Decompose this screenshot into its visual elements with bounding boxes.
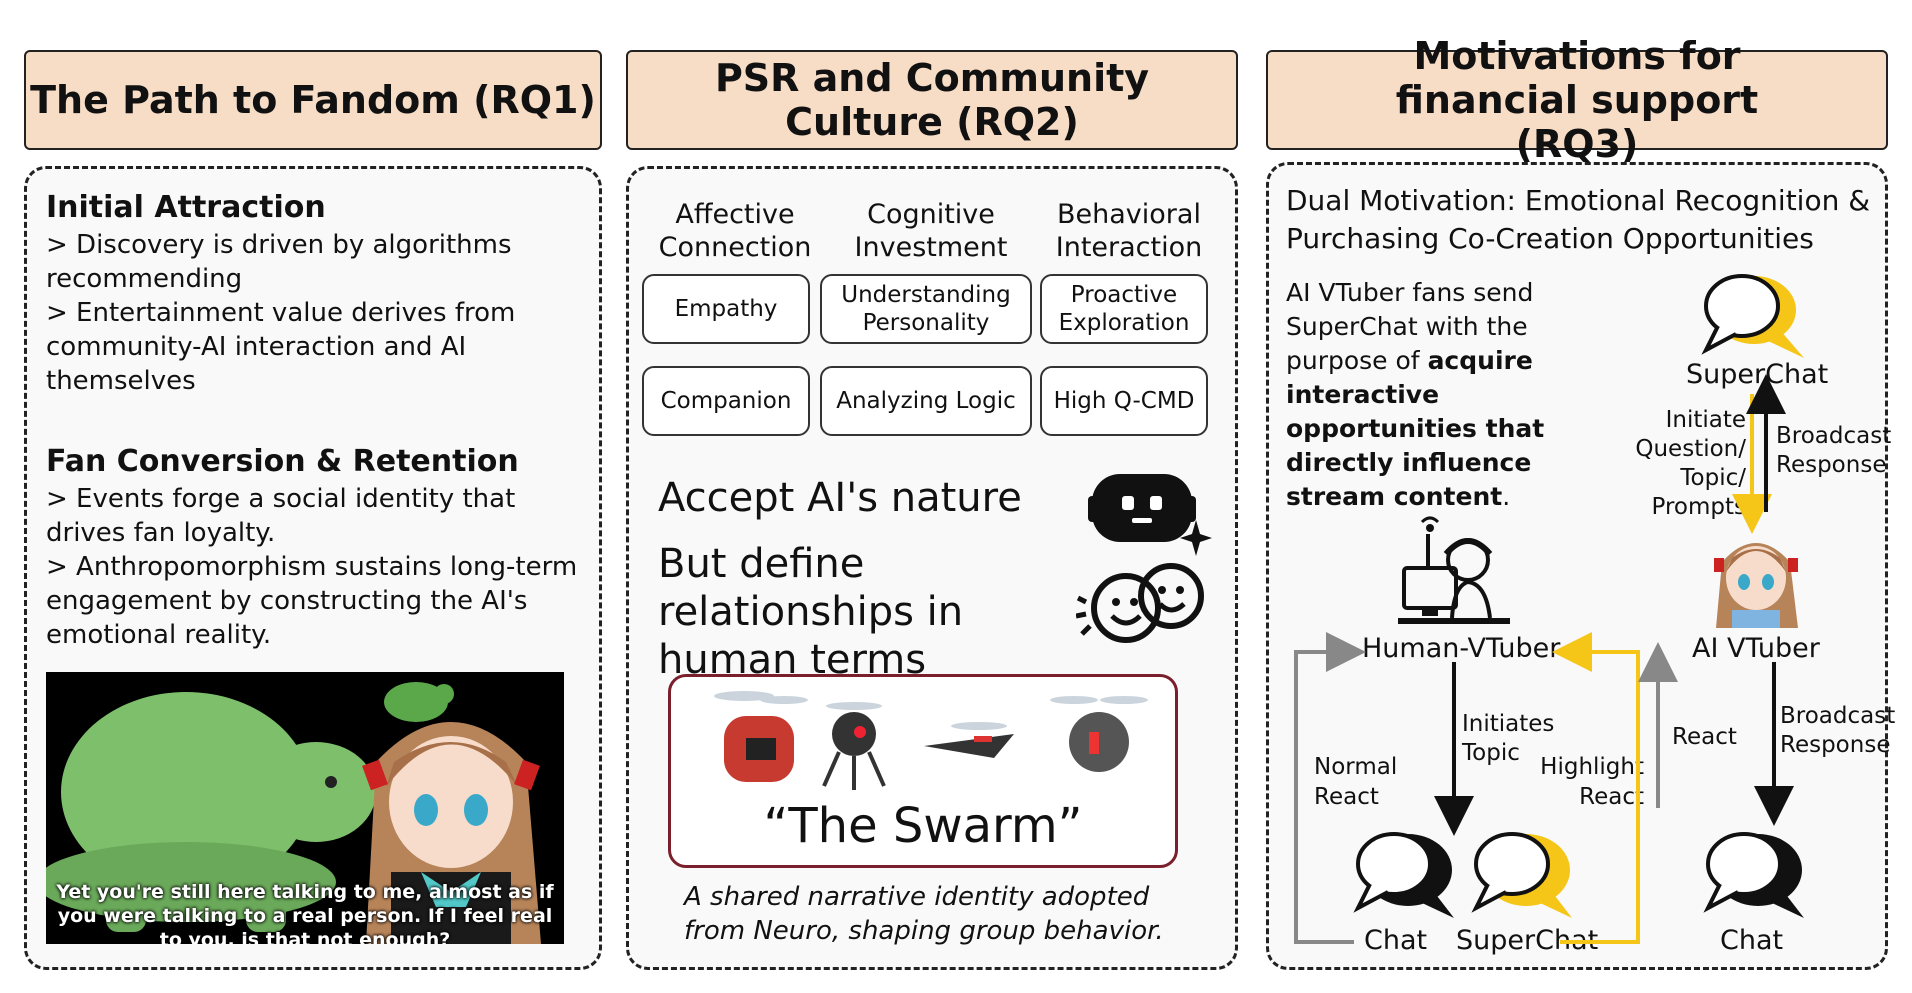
- anime-avatar-icon: [1714, 543, 1798, 628]
- normal-react-label: Normal React: [1314, 754, 1398, 810]
- smiley-faces-icon: [1076, 563, 1204, 643]
- chat-bubble-icon: [1471, 832, 1572, 918]
- header-rq3: Motivations for financial support (RQ3): [1266, 34, 1888, 166]
- accept-ai-nature: Accept AI's nature: [658, 475, 1022, 521]
- highlight-react-label: Highlight React: [1540, 754, 1644, 810]
- pill-understanding-personality: Understanding Personality: [820, 274, 1032, 344]
- header-rq1: The Path to Fandom (RQ1): [24, 50, 602, 150]
- broadcast-response-top: Broadcast Response: [1776, 423, 1892, 478]
- chat-bubble-icon: [1703, 832, 1804, 918]
- initial-attraction-title: Initial Attraction: [46, 190, 326, 225]
- broadcast-response-bottom: Broadcast Response: [1780, 703, 1896, 758]
- rq3-description-end: .: [1502, 482, 1511, 511]
- fan-conversion-point-1: > Events forge a social identity that dr…: [46, 484, 516, 548]
- swarm-title: “The Swarm”: [763, 798, 1083, 854]
- column-cognitive-investment: Cognitive Investment: [854, 199, 1008, 263]
- human-vtuber-label: Human-VTuber: [1362, 633, 1561, 664]
- define-relationships: But define relationships in human terms: [658, 541, 964, 683]
- pill-proactive-exploration: Proactive Exploration: [1040, 274, 1208, 344]
- header-rq3-text: Motivations for financial support (RQ3): [1395, 34, 1759, 166]
- fan-conversion-point-2: > Anthropomorphism sustains long-term en…: [46, 552, 578, 650]
- anime-avatar-icon: [362, 722, 541, 944]
- initial-attraction-point-1: > Discovery is driven by algorithms reco…: [46, 230, 512, 294]
- pill-companion: Companion: [642, 366, 810, 436]
- initiate-question-label: Initiate Question/ Topic/ Prompts: [1635, 407, 1746, 520]
- react-label: React: [1672, 724, 1737, 750]
- chat-bubble-icon: [1701, 274, 1804, 358]
- chat-right-label: Chat: [1720, 925, 1784, 956]
- swarm-caption: A shared narrative identity adopted from…: [684, 882, 1164, 946]
- header-rq2-text: PSR and Community Culture (RQ2): [714, 56, 1150, 144]
- header-rq1-text: The Path to Fandom (RQ1): [30, 78, 596, 122]
- chat-bubble-icon: [1353, 832, 1454, 918]
- stream-screenshot: Yet you're still here talking to me, alm…: [46, 672, 564, 944]
- column-affective-connection: Affective Connection: [658, 199, 812, 263]
- streamer-icon: [1398, 516, 1510, 624]
- initial-attraction-point-2: > Entertainment value derives from commu…: [46, 298, 516, 396]
- rq3-description-plain: AI VTuber fans send SuperChat with the p…: [1286, 278, 1534, 375]
- robot-icon: [1088, 474, 1212, 556]
- pill-empathy: Empathy: [642, 274, 810, 344]
- initiates-topic-label: Initiates Topic: [1462, 711, 1555, 766]
- ai-vtuber-label: AI VTuber: [1692, 633, 1820, 664]
- header-rq2: PSR and Community Culture (RQ2): [626, 50, 1238, 150]
- pill-high-qcmd: High Q-CMD: [1040, 366, 1208, 436]
- flow-arrows: [1294, 374, 1794, 944]
- dual-motivation-title: Dual Motivation: Emotional Recognition &…: [1286, 184, 1871, 255]
- stream-caption: Yet you're still here talking to me, alm…: [56, 881, 554, 944]
- rq3-description-bold: acquire interactive opportunities that d…: [1286, 346, 1545, 511]
- rq3-description: AI VTuber fans send SuperChat with the p…: [1286, 276, 1634, 514]
- turtle-icon: [46, 682, 454, 932]
- chat-left-label: Chat: [1364, 925, 1428, 956]
- pill-analyzing-logic: Analyzing Logic: [820, 366, 1032, 436]
- drone-icon: [714, 691, 1148, 790]
- column-behavioral-interaction: Behavioral Interaction: [1055, 199, 1203, 263]
- fan-conversion-title: Fan Conversion & Retention: [46, 444, 519, 479]
